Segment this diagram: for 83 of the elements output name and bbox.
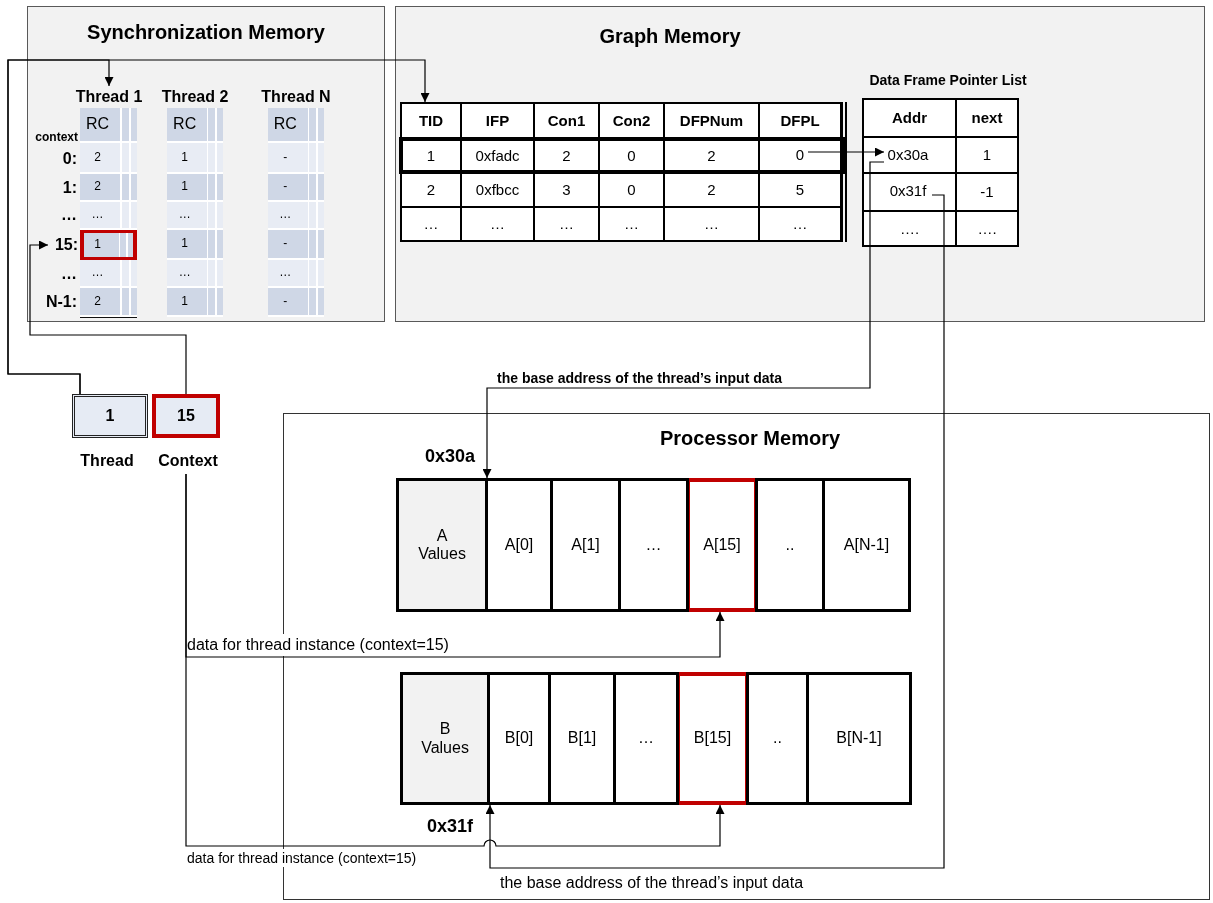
panel-title: Processor Memory [658,425,842,451]
array-header-cell: B Values [400,672,490,805]
array-cell: .. [746,672,809,805]
array-cell: … [613,672,679,805]
table-cell: … [598,206,665,242]
array-cell: B[0] [487,672,551,805]
table-cell: … [758,206,842,242]
table-title: Data Frame Pointer List [868,70,1028,90]
arrow [185,473,725,847]
highlighted-cell: A[15] [686,478,758,612]
table-cell: … [167,260,223,288]
row-label: 15: [48,234,78,256]
panel-title: Synchronization Memory [86,19,326,45]
column-header: Thread N [260,86,332,107]
address-label: 0x31f [425,814,474,838]
arrow [482,161,885,479]
memory-panel [395,6,1205,322]
column-header: DFPNum [663,102,760,139]
arrow [485,194,945,869]
table-cell: … [80,260,137,288]
highlighted-cell: 1 [80,229,137,261]
table-cell: … [400,206,462,242]
table-cell: … [268,260,324,288]
table-cell: … [460,206,535,242]
cell-value: 0 [792,144,808,166]
column-header: RC [80,108,137,143]
column-header: Con1 [533,102,600,139]
row-label: 0: [61,148,77,169]
array-cell: A[0] [485,478,553,612]
column-header: next [955,98,1019,138]
row-label: 1: [61,177,77,198]
array-cell: … [618,478,689,612]
table-cell: 2 [80,288,137,317]
table-cell: 1 [955,136,1019,174]
panel-title: Graph Memory [598,23,742,49]
table-cell: -1 [955,172,1019,212]
array-cell: .. [755,478,825,612]
column-header: Addr [862,98,957,138]
table-cell: - [268,174,324,202]
table-cell: 1 [167,174,223,202]
table-cell: … [533,206,600,242]
table-cell: - [268,230,324,260]
table-cell: …. [955,210,1019,247]
table-cell: 2 [80,143,137,174]
column-header: Con2 [598,102,665,139]
table-cell: …. [862,210,957,247]
table-cell: … [268,202,324,230]
field-value: 15 [176,405,196,426]
memory-panel [27,6,385,322]
table-cell: - [268,288,324,317]
table-cell: … [663,206,760,242]
arrow [29,240,187,395]
field-caption: Context [157,450,219,471]
row-label: context [34,130,78,146]
array-cell: A[N-1] [822,478,911,612]
array-cell: A[1] [550,478,621,612]
column-header: RC [167,108,223,143]
column-header: Thread 2 [160,86,230,107]
row-label: … [60,263,77,284]
array-header-cell: A Values [396,478,488,612]
table-cell: - [268,143,324,174]
arrow [807,147,885,157]
field-value: 1 [104,405,116,426]
table-cell: 2 [80,174,137,202]
column-header: Thread 1 [74,86,144,107]
row-label: … [60,204,77,225]
highlighted-row [399,137,846,174]
table-cell: … [167,202,223,230]
column-header: TID [400,102,462,139]
array-cell: B[1] [548,672,616,805]
table-cell: 1 [167,288,223,317]
field-caption: Thread [79,450,135,471]
row-label: N-1: [44,291,77,312]
arrow [7,59,430,395]
column-header: IFP [460,102,535,139]
column-header: DFPL [758,102,842,139]
table-cell: 1 [167,230,223,260]
thread-table [400,102,848,242]
column-header: RC [268,108,324,143]
array-cell: B[N-1] [806,672,912,805]
address-label: 0x30a [423,444,477,468]
table-cell: 1 [167,143,223,174]
table-cell: … [80,202,137,230]
